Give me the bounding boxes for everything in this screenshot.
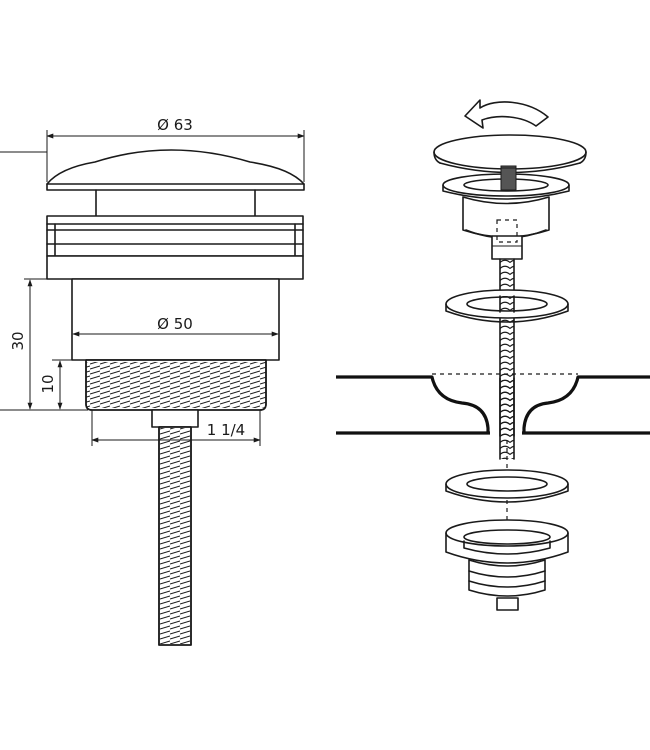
- lower-washer: [445, 469, 569, 503]
- exploded-assembly-view: [336, 99, 650, 611]
- cap-stem: [95, 189, 256, 217]
- threaded-rod: [158, 426, 192, 646]
- dimension-thread-size: 1 1/4: [91, 410, 261, 446]
- upper-body-housing: [462, 196, 550, 239]
- rod-nut: [151, 409, 199, 428]
- cap-disc: [433, 134, 587, 174]
- threaded-section: [85, 359, 267, 411]
- dimension-cap-diameter: Ø 63: [46, 116, 305, 182]
- rotate-arrow-icon: [464, 99, 549, 129]
- thread-size-label: 1 1/4: [207, 421, 245, 439]
- sink-cross-section: [336, 373, 650, 437]
- thread-height-label: 10: [39, 374, 57, 393]
- cap-diameter-label: Ø 63: [157, 116, 193, 134]
- lower-thread-tail: [468, 559, 546, 611]
- lock-nut: [445, 519, 569, 564]
- upper-washer: [445, 289, 569, 323]
- drain-body: [71, 278, 280, 361]
- cap-dome: [46, 149, 305, 191]
- upper-body-ring: [442, 167, 570, 200]
- body-diameter-label: Ø 50: [157, 315, 193, 333]
- dimension-body-diameter: Ø 50: [72, 315, 279, 337]
- dimension-thread-height: 10: [39, 359, 86, 410]
- total-height-label: 30: [9, 331, 27, 350]
- flange-collar: [46, 215, 304, 257]
- side-elevation-view: Ø 63 Ø 50 1 1/4 30 10: [0, 116, 305, 646]
- base-ring: [46, 255, 304, 280]
- dimension-total-height: 30: [0, 278, 88, 411]
